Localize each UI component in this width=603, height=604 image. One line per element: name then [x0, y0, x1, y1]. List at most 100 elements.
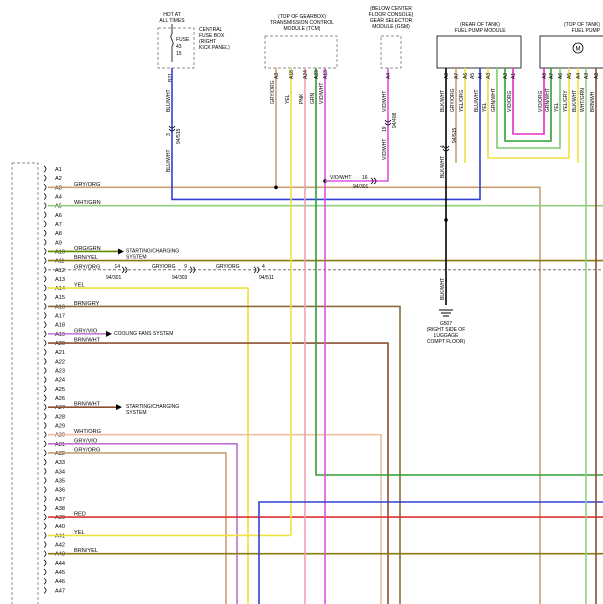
tcm-pin-label: A18 — [289, 70, 295, 79]
gsm-pin-label: A4 — [386, 73, 392, 79]
fpm-pin-label: A3 — [486, 73, 492, 79]
pin-terminal — [43, 577, 47, 585]
pin-label: A40 — [55, 524, 65, 530]
tcm-vio-wire-label: VIO/WHT — [330, 175, 351, 181]
pin-label: A45 — [55, 570, 65, 576]
pin-terminal — [43, 394, 47, 402]
a12-connector-num: 4 — [262, 264, 265, 270]
splice-tcm-a3 — [274, 185, 278, 190]
pin-terminal — [43, 174, 47, 182]
connector-row: A15 — [43, 293, 65, 301]
pin-label: A29 — [55, 423, 65, 429]
row-wire-label: BRN/YEL — [74, 255, 98, 261]
pin-terminal — [43, 312, 47, 319]
pin-label: A11 — [55, 259, 65, 265]
wire-fuse-blu-wht — [171, 68, 481, 201]
connector-row: A37 — [43, 495, 65, 503]
fuse-icon — [170, 33, 174, 47]
row-wire-label: YEL — [74, 530, 85, 536]
pin-terminal — [43, 229, 47, 237]
gsm-connector-ref: 94/408 — [392, 112, 398, 128]
fpm-connector-num: 4 — [440, 145, 446, 148]
connector-row: A9 — [43, 238, 62, 246]
fpm-wire-label: VIO/ORG — [507, 90, 513, 112]
connector-row: A21 — [43, 348, 65, 356]
pin-terminal — [43, 348, 47, 356]
pin-terminal — [43, 486, 47, 493]
pin-terminal — [43, 477, 47, 484]
gsm-wire-label: VIO/WHT — [382, 139, 388, 160]
row-wire-label: BRN/YEL — [74, 548, 98, 554]
pump-wire-label: GRN/WHT — [545, 88, 551, 112]
row-wire-label: YEL — [74, 283, 85, 289]
fuse-label-2: 43 — [176, 44, 182, 50]
connector-gsm-19 — [384, 119, 392, 126]
destination-label: SYSTEM — [126, 410, 147, 416]
pin-label: A19 — [55, 332, 65, 338]
fpm-outline — [436, 35, 522, 69]
pin-label: A14 — [55, 286, 65, 292]
connector-row: A24 — [43, 376, 65, 384]
pin-label: A1 — [55, 167, 62, 173]
pin-terminal — [43, 559, 47, 567]
pin-label: A25 — [55, 387, 65, 393]
connector-row: A38 — [43, 504, 65, 512]
fpm-wire-label: GRY/ORG — [450, 88, 456, 112]
pin-terminal — [43, 257, 47, 264]
pin-label: A39 — [55, 515, 65, 521]
pin-terminal — [43, 440, 47, 448]
fuse-connector-num: 3 — [166, 133, 172, 136]
fpm-wire-label: BLK/WHT — [440, 90, 446, 112]
destination-label: STARTING/CHARGING — [126, 404, 179, 410]
tcm-vio-connector-ref: 94/301 — [353, 184, 369, 190]
pin-label: A47 — [55, 588, 65, 594]
connector-row: A11 BRN/YEL — [43, 255, 98, 265]
fpm-name-1: (REAR OF TANK) — [460, 22, 500, 28]
pin-label: A43 — [55, 552, 65, 558]
row-wire-label: BRN/WHT — [74, 338, 101, 344]
fuse-box-name-1: CENTRAL — [199, 27, 223, 33]
connector-row: A6 — [43, 211, 62, 219]
a12-connector-ref: 94/511 — [259, 275, 274, 281]
pump-wire-label: VIO/ORG — [538, 90, 544, 112]
row-wire-label: ORG/GRN — [74, 246, 101, 252]
pin-terminal — [43, 367, 47, 374]
pump-pin-label: A3 — [584, 73, 590, 79]
wire-a32-gry-org — [48, 452, 227, 604]
tcm-name-3: MODULE (TCM) — [284, 26, 321, 32]
destination-label: SYSTEM — [126, 254, 147, 260]
pin-terminal — [43, 532, 47, 539]
fpm-pin-label: A4 — [478, 73, 484, 79]
pin-terminal — [43, 458, 47, 466]
pin-label: A44 — [55, 561, 65, 567]
splice-fpm-ground — [444, 218, 448, 222]
connector-tcm-vio-16 — [370, 177, 377, 185]
fpm-pin-label: A1 — [511, 73, 517, 79]
row-wire-label: GRY/VIO — [74, 438, 98, 444]
pin-terminal — [43, 587, 47, 594]
tcm-wire-label: GRY/ORG — [270, 80, 276, 104]
pin-label: A2 — [55, 176, 62, 182]
pump-wire-label: YEL — [554, 102, 560, 112]
fuse-box-outline — [157, 27, 195, 69]
connector-a12-14 — [121, 266, 128, 274]
pin-terminal — [43, 541, 47, 548]
connector-row: A8 — [43, 229, 62, 237]
pin-terminal — [43, 550, 47, 558]
pin-label: A16 — [55, 304, 65, 310]
wire-lower-blu-wht — [258, 501, 603, 604]
row-wire-label: BRN/WHT — [74, 402, 101, 408]
a12-connector-ref: 94/301 — [106, 275, 122, 281]
destination-label: COOLING FANS SYSTEM — [114, 331, 173, 337]
row-wire-label: WHT/ORG — [74, 429, 101, 435]
ground-name-2: (RIGHT SIDE OF — [427, 327, 466, 333]
ground-name-3: LUGGAGE — [434, 333, 459, 339]
fuse-label-3: 15 — [176, 51, 182, 57]
connector-row: A44 — [43, 559, 65, 567]
row-wire-label: GRY/ORG — [74, 264, 100, 270]
pin-label: A6 — [55, 213, 62, 219]
